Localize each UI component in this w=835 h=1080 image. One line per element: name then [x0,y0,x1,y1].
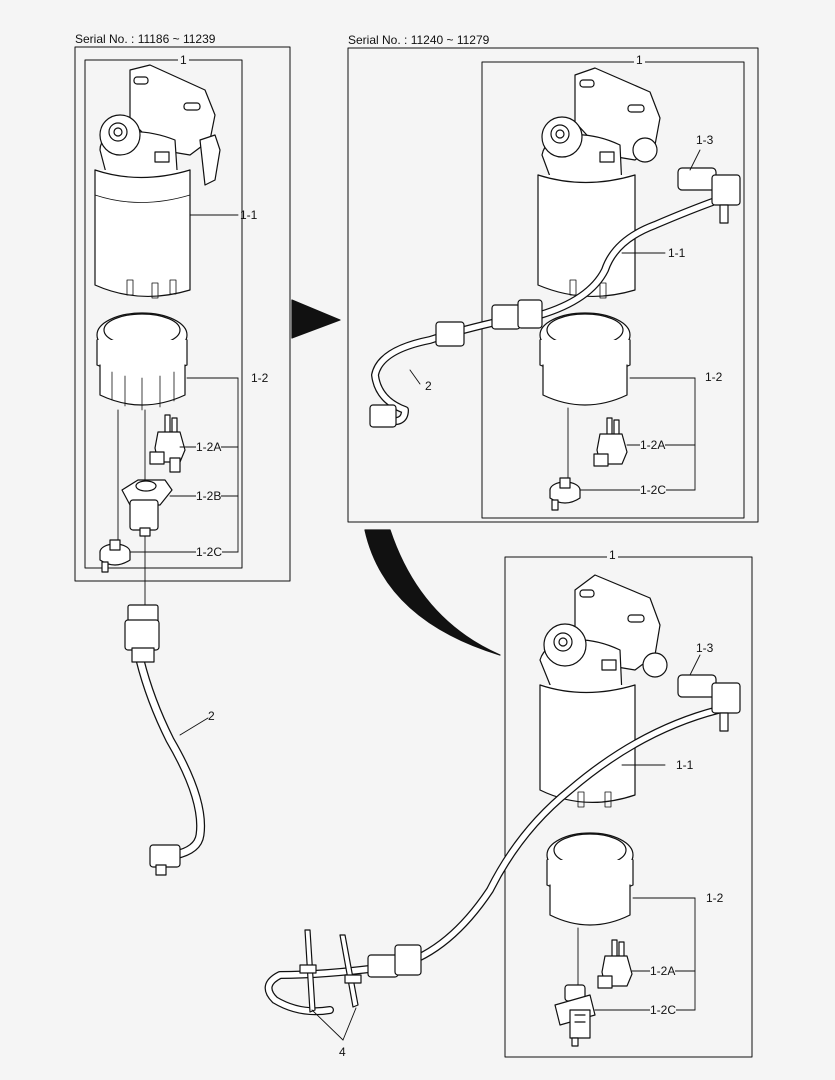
left-drain-plug-1-2C [99,539,131,573]
left-label-1-2C: 1-2C [196,545,223,559]
right-filter-head [541,67,661,195]
left-filter-head [99,64,221,192]
left-label-1: 1 [178,53,189,67]
lower-sensor-1-2A [597,939,633,989]
curved-arrow [364,529,501,656]
left-label-1-2: 1-2 [251,371,269,385]
lower-leader-lines [311,654,701,1041]
left-outer-frame [74,46,291,582]
left-serial-number: Serial No. : 11186 ~ 11239 [75,32,216,46]
right-filter-bowl [537,174,636,299]
right-panel [347,47,759,523]
lower-label-1: 1 [607,548,618,562]
left-label-1-2B: 1-2B [196,489,222,503]
right-filter-cap [539,312,631,406]
right-label-1: 1 [634,53,645,67]
left-label-2: 2 [208,709,215,723]
left-filter-bowl [94,169,191,299]
arrow-triangle [291,299,341,339]
left-sensor-1-2A [149,414,186,473]
cable-ties [299,929,362,1013]
left-filter-cap [96,312,188,411]
right-label-1-2C: 1-2C [640,483,667,497]
right-drain-plug-1-2C [549,477,581,511]
lower-harness [264,674,741,1016]
left-label-1-1: 1-1 [240,208,258,222]
right-label-1-1: 1-1 [668,246,686,260]
lower-filter-head [539,574,668,702]
right-label-1-3: 1-3 [696,133,714,147]
lower-label-1-2: 1-2 [706,891,724,905]
lower-label-1-2C: 1-2C [650,1003,677,1017]
lower-label-1-3: 1-3 [696,641,714,655]
lower-filter-cap [546,832,634,926]
lower-filter-bowl [539,684,636,808]
lower-assembly-frame [504,556,753,1058]
right-harness-2 [369,299,543,428]
left-harness-2 [124,604,209,876]
left-label-1-2A: 1-2A [196,440,222,454]
lower-label-1-2A: 1-2A [650,964,676,978]
lower-panel [264,556,753,1058]
right-label-1-2A: 1-2A [640,438,666,452]
right-label-2: 2 [425,379,432,393]
right-harness-1-3 [536,167,741,319]
left-panel [74,46,291,876]
lower-label-1-1: 1-1 [676,758,694,772]
lower-label-4: 4 [339,1045,346,1059]
left-assembly-frame [84,59,243,569]
lower-drain-valve-1-2C [554,984,596,1047]
right-assembly-frame [481,61,745,519]
left-sensor-1-2B [121,479,173,537]
right-label-1-2: 1-2 [705,370,723,384]
right-sensor-1-2A [593,417,628,467]
right-outer-frame [347,47,759,523]
right-serial-number: Serial No. : 11240 ~ 11279 [348,33,490,47]
